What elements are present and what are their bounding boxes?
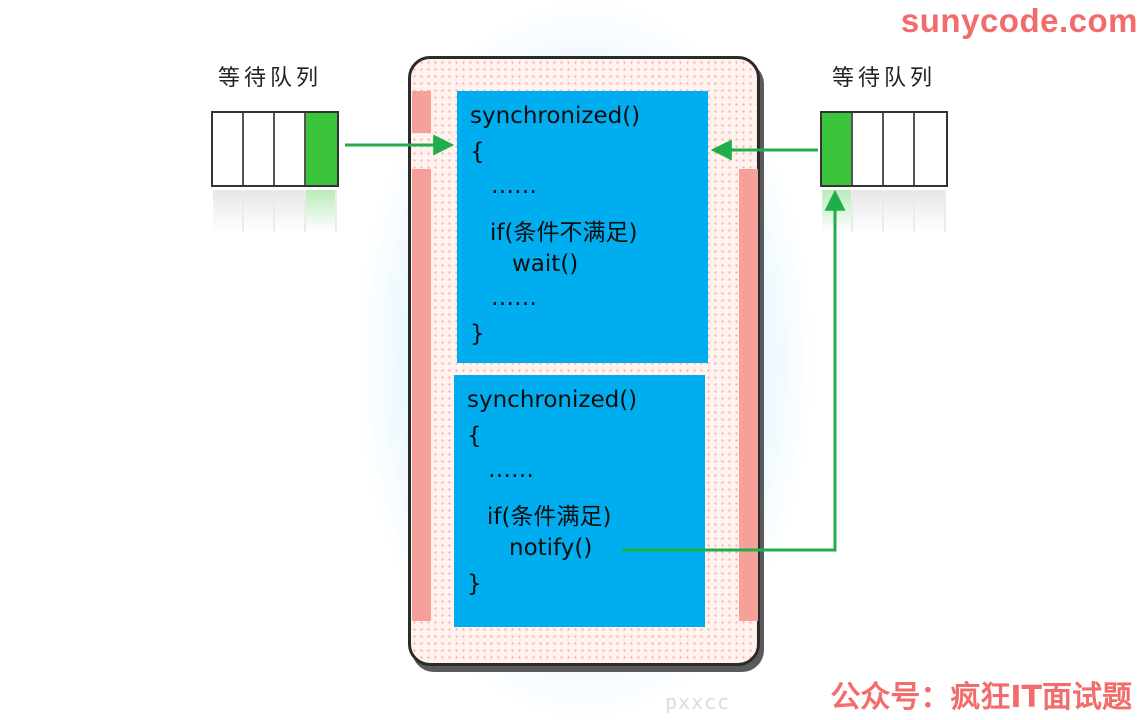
- monitor-box: synchronized() { …… if(条件不满足) wait() …… …: [408, 56, 760, 666]
- code-line: ……: [488, 457, 534, 483]
- code-line: ……: [491, 285, 537, 311]
- wait-code-block: synchronized() { …… if(条件不满足) wait() …… …: [457, 91, 708, 363]
- code-line: ……: [491, 173, 537, 199]
- left-queue-reflection: [213, 190, 337, 232]
- exit-bar-right: [739, 169, 758, 621]
- code-line: synchronized(): [467, 387, 638, 413]
- queue-slot: [244, 113, 275, 185]
- watermark-text: pxxcc: [665, 690, 731, 714]
- queue-slot-active: [306, 113, 337, 185]
- queue-slot: [213, 113, 244, 185]
- left-queue-title: 等待队列: [218, 66, 323, 91]
- queue-slot: [853, 113, 884, 185]
- code-line: if(条件满足): [487, 504, 612, 530]
- left-queue: [211, 111, 339, 187]
- code-line: notify(): [509, 535, 593, 561]
- brand-text: sunycode.com: [900, 2, 1138, 39]
- right-queue-title: 等待队列: [832, 66, 937, 91]
- code-line: {: [467, 423, 482, 449]
- code-line: if(条件不满足): [490, 220, 638, 246]
- code-line: }: [470, 321, 485, 347]
- queue-slot-active: [822, 113, 853, 185]
- code-line: wait(): [512, 251, 579, 277]
- notify-arrow: [622, 189, 846, 552]
- entry-bar-top: [412, 91, 431, 133]
- queue-slot: [915, 113, 946, 185]
- right-queue: [820, 111, 948, 187]
- code-line: {: [470, 139, 485, 165]
- code-line: }: [467, 571, 482, 597]
- queue-slot: [884, 113, 915, 185]
- queue-slot: [275, 113, 306, 185]
- notify-code-block: synchronized() { …… if(条件满足) notify() }: [454, 375, 705, 627]
- footer-text: 公众号：疯狂IT面试题: [830, 680, 1132, 715]
- right-queue-reflection: [822, 190, 946, 232]
- entry-bar-left: [412, 169, 431, 621]
- code-line: synchronized(): [470, 103, 641, 129]
